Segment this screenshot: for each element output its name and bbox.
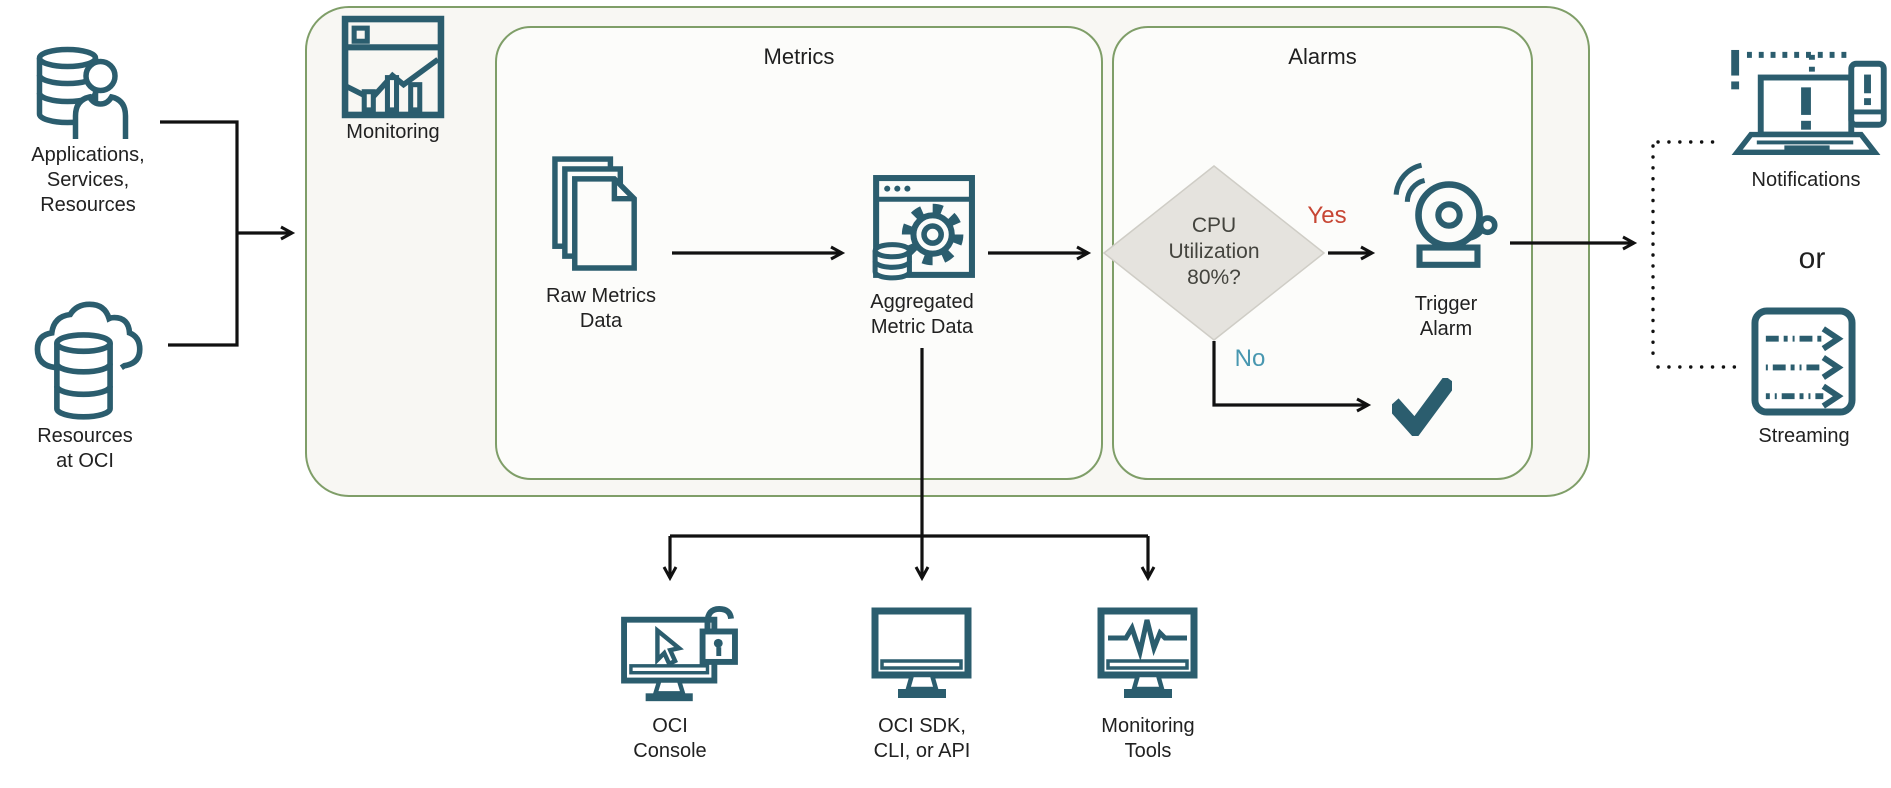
aggregation-gear-icon	[872, 175, 975, 281]
apps-services-resources-label: Applications, Services, Resources	[31, 144, 145, 216]
monitoring-dashboard-icon	[341, 15, 445, 119]
trigger-alarm-label: Trigger Alarm	[1414, 293, 1478, 340]
resources-at-oci-label: Resources at OCI	[37, 425, 133, 472]
oci-console-label: OCI Console	[633, 715, 707, 762]
raw-metrics-label: Raw Metrics Data	[545, 285, 656, 332]
oci-sdk-cli-api-label: OCI SDK, CLI, or API	[873, 715, 971, 762]
no-label: No	[1234, 345, 1266, 372]
notifications-icon	[1731, 49, 1887, 156]
database-user-icon	[36, 46, 129, 139]
monitoring-label: Monitoring	[346, 121, 440, 143]
or-label: or	[1798, 242, 1826, 275]
metrics-title: Metrics	[763, 44, 835, 69]
oci-console-icon	[621, 605, 738, 702]
yes-label: Yes	[1307, 202, 1347, 229]
notifications-label: Notifications	[1751, 169, 1861, 191]
streaming-icon	[1751, 307, 1856, 416]
monitoring-tools-icon	[1097, 607, 1198, 698]
raw-metrics-documents-icon	[552, 156, 637, 271]
monitoring-tools-label: Monitoring Tools	[1101, 715, 1195, 762]
alarms-title: Alarms	[1288, 44, 1357, 69]
aggregated-metric-label: Aggregated Metric Data	[870, 291, 974, 338]
sdk-cli-api-monitor-icon	[871, 607, 972, 698]
alarm-bell-icon	[1393, 162, 1498, 268]
cpu-utilization-condition: CPU Utilization 80%?	[1168, 214, 1260, 289]
cloud-database-icon	[34, 301, 143, 420]
source-merge-bracket	[160, 120, 239, 347]
check-ok-icon	[1392, 378, 1452, 436]
streaming-label: Streaming	[1758, 425, 1850, 447]
